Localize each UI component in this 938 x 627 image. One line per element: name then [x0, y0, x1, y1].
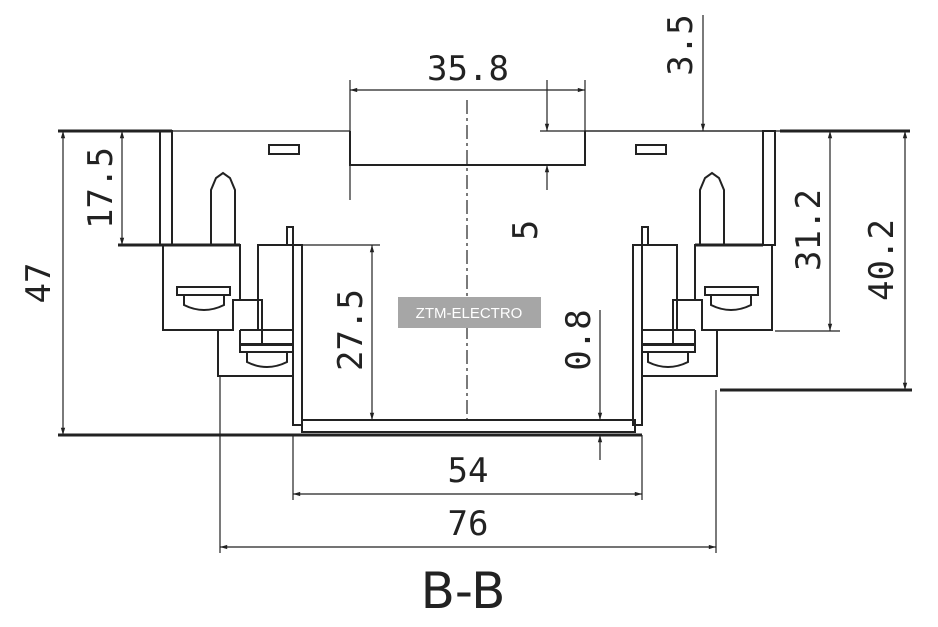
- dim-outer-width: 76: [448, 504, 489, 544]
- left-housing-half: [158, 129, 352, 427]
- dim-top-step: 3.5: [661, 14, 701, 75]
- dim-inner-width: 54: [448, 451, 489, 491]
- dim-total-height: 47: [19, 263, 59, 304]
- watermark: ZTM-ELECTRO: [398, 297, 541, 328]
- dim-left-upper-height: 17.5: [81, 147, 121, 229]
- dim-floor-thickness: 0.8: [559, 309, 599, 370]
- watermark-text: ZTM-ELECTRO: [416, 305, 523, 322]
- dim-top-width: 35.8: [427, 49, 509, 89]
- dim-panel-thickness: 5: [506, 220, 546, 240]
- dimension-lines: [60, 15, 908, 550]
- dim-inner-depth: 27.5: [331, 289, 371, 371]
- dim-right-total-height: 40.2: [862, 219, 902, 301]
- extension-lines: [58, 80, 912, 553]
- section-label: B-B: [421, 562, 506, 620]
- dim-right-flange-height: 31.2: [789, 189, 829, 271]
- right-housing-half: [583, 129, 777, 427]
- housing-floor: [301, 419, 636, 433]
